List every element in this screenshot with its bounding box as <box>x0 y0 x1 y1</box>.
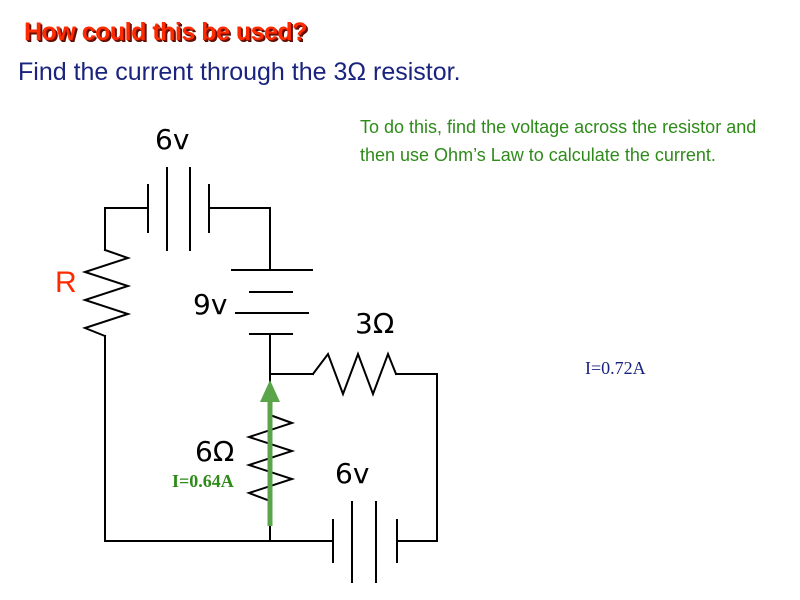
resistor-R-label: R <box>55 266 77 299</box>
battery-middle-label: 9v <box>193 288 228 321</box>
wire-top-right <box>208 207 271 271</box>
wire-left-bottom <box>104 335 271 542</box>
resistor-6ohm-label: 6Ω <box>195 435 235 468</box>
question-text: Find the current through the 3Ω resistor… <box>18 58 461 86</box>
current-arrow <box>260 380 280 526</box>
wire-right-loop <box>395 373 438 542</box>
battery-top-label: 6v <box>155 123 190 156</box>
resistor-R <box>81 248 132 338</box>
resistor-3ohm-label: 3Ω <box>355 307 395 340</box>
wire-top-left <box>104 207 149 251</box>
current-3ohm-label: I=0.72A <box>585 358 646 378</box>
instructions-text: To do this, find the voltage across the … <box>360 117 757 165</box>
current-6ohm-label: I=0.64A <box>172 471 234 491</box>
resistor-3ohm <box>311 351 398 397</box>
slide-heading: How could this be used? <box>24 18 307 46</box>
battery-bottom-label: 6v <box>335 457 370 490</box>
